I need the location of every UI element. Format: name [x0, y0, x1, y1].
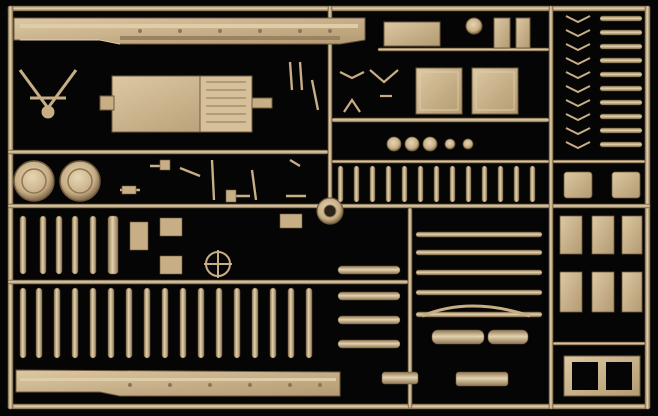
a-frame-part: [18, 69, 78, 119]
frame-right-mid-runner: [331, 159, 550, 164]
frame-lower-runner: [7, 279, 409, 285]
frame-center-upper: [377, 47, 550, 52]
bottom-chassis-rail: [15, 369, 341, 397]
bearing-ring: [316, 197, 344, 225]
canisters: [381, 329, 529, 387]
frame-right-bottom-runner: [552, 341, 646, 346]
frame-mid-runner: [7, 149, 329, 155]
cylinder-row: [386, 136, 474, 152]
engine-deck-block: [99, 75, 273, 133]
right-column-tools: [599, 15, 643, 148]
frame-right-upper-runner: [331, 117, 550, 123]
frame-divider-right: [548, 5, 554, 410]
sight-ring-part: [204, 250, 232, 278]
upper-right-center-rods: [337, 165, 536, 203]
frame-right-low-runner: [552, 159, 646, 164]
horizontal-rods-center: [337, 231, 543, 349]
small-brackets: [121, 159, 303, 275]
bent-bar: [421, 304, 531, 318]
hooks-upper-center: [339, 69, 399, 113]
vertical-rods-row: [19, 287, 313, 359]
chain-links-column: [565, 15, 591, 150]
road-wheels: [13, 160, 101, 202]
top-chassis-rail: [13, 17, 366, 45]
hatch-frame: [563, 355, 641, 397]
sprue-frame: [7, 5, 651, 410]
right-column-blocks: [559, 171, 643, 313]
square-panels: [415, 67, 519, 115]
frame-divider-center: [407, 207, 413, 409]
frame-bottom-runner: [7, 403, 651, 410]
vertical-rods-mid: [19, 215, 119, 275]
top-center-parts: [383, 17, 531, 49]
